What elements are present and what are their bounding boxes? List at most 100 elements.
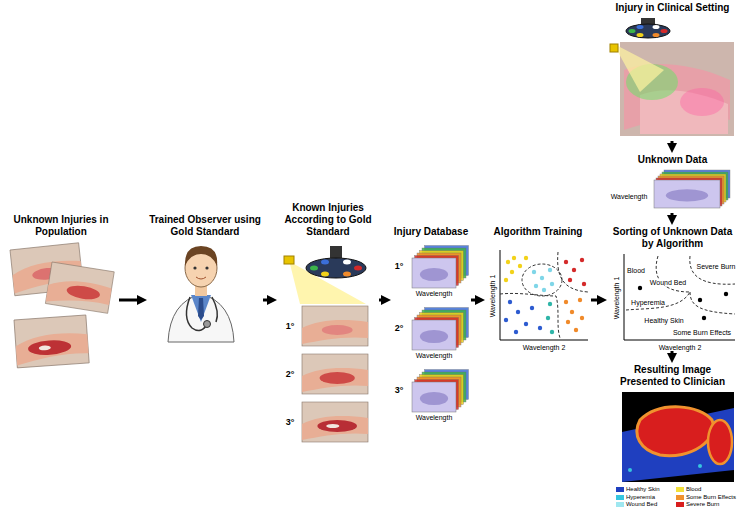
hand-silhouette xyxy=(420,392,448,405)
flow-arrow xyxy=(591,299,601,302)
photo xyxy=(302,306,368,346)
stage-group: Injury Database xyxy=(392,200,470,428)
data-point xyxy=(580,316,584,320)
clinical-photo xyxy=(610,18,734,136)
hand-silhouette xyxy=(420,330,448,343)
flow-arrow xyxy=(119,299,141,302)
filter xyxy=(637,25,644,29)
stage-heading: Unknown Data xyxy=(638,154,707,166)
burn-area xyxy=(39,345,51,351)
heading-zone: Sorting of Unknown Data by Algorithm xyxy=(608,226,737,252)
image-ground xyxy=(622,392,734,482)
legend-swatch xyxy=(676,495,684,500)
legend-text: Blood xyxy=(686,486,701,493)
spectral-image xyxy=(412,320,456,350)
burn-area xyxy=(320,372,355,384)
stage-heading: Unknown Injuries in Population xyxy=(4,214,118,238)
stage-heading: Known Injuries According to Gold Standar… xyxy=(278,202,378,238)
flow-arrow xyxy=(671,141,674,147)
burn-area xyxy=(326,424,339,428)
legend-swatch xyxy=(616,487,624,492)
data-point xyxy=(572,268,576,272)
injury-photo xyxy=(302,402,368,442)
stage-group: Unknown Data xyxy=(608,154,737,212)
axis-label: Wavelength xyxy=(416,290,453,297)
spectral-image xyxy=(412,382,456,412)
data-point xyxy=(580,258,584,262)
burn-area xyxy=(66,284,101,302)
class-boundary xyxy=(690,256,735,284)
image-stack xyxy=(412,246,469,289)
severe-region xyxy=(637,407,713,456)
class-boundary xyxy=(656,256,690,292)
legend-swatch xyxy=(616,502,624,507)
stage-group: Injury in Clinical Setting xyxy=(608,2,737,140)
legend-text: Hyperemia xyxy=(626,494,655,501)
legend-text: Wound Bed xyxy=(626,501,657,508)
axis-label: Wavelength 1 xyxy=(613,277,620,320)
data-point xyxy=(504,318,508,322)
data-point xyxy=(724,292,728,296)
stethoscope xyxy=(186,297,206,331)
class-boundary xyxy=(626,292,690,310)
data-point xyxy=(564,260,568,264)
heading-zone: Unknown Injuries in Population xyxy=(4,200,118,238)
shirt xyxy=(191,295,211,322)
legend-swatch xyxy=(676,502,684,507)
photo xyxy=(14,315,89,368)
filter xyxy=(310,266,318,271)
imaging-camera xyxy=(284,246,366,304)
degree-label: 1° xyxy=(286,322,295,331)
data-point xyxy=(570,310,574,314)
doctor-figure xyxy=(168,246,234,342)
mouth xyxy=(196,277,206,279)
data-point xyxy=(538,326,542,330)
axis-label: Wavelength xyxy=(416,352,453,359)
data-point xyxy=(510,270,514,274)
filter xyxy=(343,272,351,277)
legend-swatch xyxy=(676,487,684,492)
region-label: Blood xyxy=(626,267,646,274)
region-label: Severe Burn xyxy=(696,263,737,270)
filter xyxy=(321,272,329,277)
light-overlay xyxy=(680,88,724,116)
training-plot xyxy=(500,250,588,340)
lamp xyxy=(284,256,294,264)
coat xyxy=(168,294,234,342)
axis-label: Wavelength xyxy=(416,414,453,421)
flow-arrow xyxy=(671,351,674,357)
legend-text: Healthy Skin xyxy=(626,486,660,493)
degree-label: 2° xyxy=(395,324,404,333)
image-stack xyxy=(412,370,469,413)
data-point xyxy=(582,282,586,286)
burn-area xyxy=(28,339,72,356)
legend-item: Severe Burn xyxy=(676,501,736,509)
photo xyxy=(302,402,368,442)
class-boundary xyxy=(690,292,735,314)
hand-silhouette xyxy=(666,189,708,201)
data-point xyxy=(540,276,544,280)
region-label: Wound Bed xyxy=(649,279,687,286)
axis-label: Wavelength xyxy=(611,193,648,200)
data-point xyxy=(578,298,582,302)
flow-arrow xyxy=(263,299,271,302)
data-point xyxy=(512,256,516,260)
data-point xyxy=(542,288,546,292)
heading-zone: Injury in Clinical Setting xyxy=(608,2,737,16)
data-point xyxy=(698,298,702,302)
filter xyxy=(653,33,660,37)
data-point xyxy=(550,330,554,334)
class-boundary xyxy=(500,293,560,338)
data-point xyxy=(564,300,568,304)
stage-heading: Injury Database xyxy=(394,226,468,238)
stage-heading: Trained Observer using Gold Standard xyxy=(148,214,262,238)
legend-item: Some Burn Effects xyxy=(676,494,736,502)
data-point xyxy=(702,316,706,320)
tie xyxy=(198,298,204,320)
data-point xyxy=(516,310,520,314)
filter-wheel xyxy=(626,24,670,38)
region-label: Healthy Skin xyxy=(643,317,684,324)
